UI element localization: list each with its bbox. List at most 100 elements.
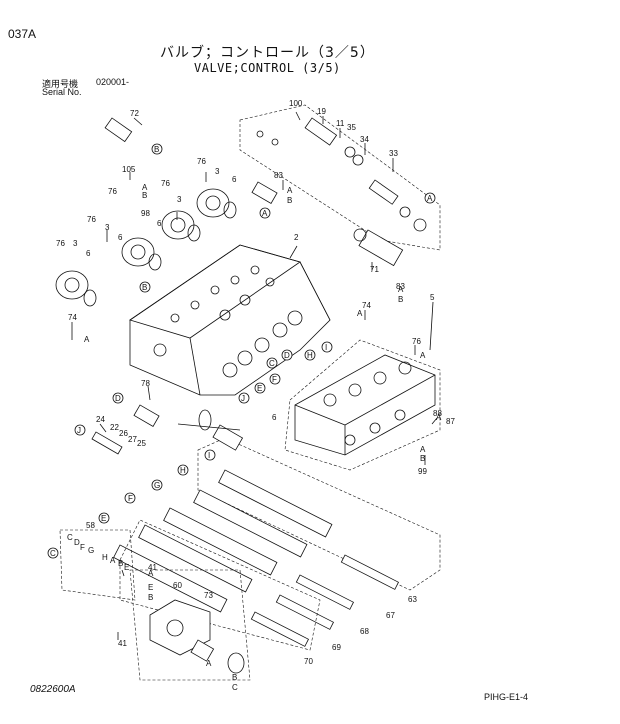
callout-73: 73 [204,591,213,600]
callout-58: 58 [86,521,95,530]
callout-74-b: 74 [68,313,77,322]
letter-a-5: A [84,335,90,344]
callout-99: 99 [418,467,427,476]
letter-a-7: A [436,413,442,422]
callout-6-e: 6 [272,413,277,422]
callout-70: 70 [304,657,313,666]
callout-67: 67 [386,611,395,620]
leader-lines [71,111,438,640]
callout-76-e: 76 [56,239,65,248]
serial-value: 020001- [96,77,130,87]
callout-60: 60 [173,581,182,590]
marker-b-top: B [154,145,159,154]
callout-98: 98 [141,209,150,218]
marker-i-spool: I [208,451,210,460]
marker-i-right: I [325,343,327,352]
marker-c-right: C [269,359,275,368]
callout-5: 5 [430,293,435,302]
marker-f-spool: F [128,494,133,503]
marker-h-right: H [307,351,313,360]
marker-d-left: D [115,394,121,403]
callout-76-a: 76 [197,157,206,166]
callout-3-d: 3 [73,239,78,248]
callout-88: 88 [433,409,442,418]
letter-labels: A B A B A B A A A A A B C D F G H A B E … [67,183,442,692]
letter-a-2: A [287,186,293,195]
marker-j-right: J [241,394,245,403]
callout-6-a: 6 [232,175,237,184]
letter-c-bottom: C [232,683,238,692]
letter-a-41: A [148,569,154,578]
callout-74-a: 74 [362,301,371,310]
flange-covers [55,117,278,307]
letter-b-1: B [142,191,147,200]
callout-72: 72 [130,109,139,118]
callout-69: 69 [332,643,341,652]
callout-100: 100 [289,99,303,108]
end-cover [294,354,436,456]
callout-76-b: 76 [161,179,170,188]
callout-78: 78 [141,379,150,388]
callout-105: 105 [122,165,136,174]
letter-b-bottom: B [232,673,237,682]
callout-6-c: 6 [118,233,123,242]
callout-2: 2 [294,233,299,242]
letter-g-58: G [88,546,94,555]
letter-a-3: A [398,285,404,294]
callout-19: 19 [317,107,326,116]
marker-e-spool: E [101,514,106,523]
letter-e-58: E [124,563,129,572]
callout-6-d: 6 [86,249,91,258]
marker-j-left: J [77,426,81,435]
letter-c-58: C [67,533,73,542]
callout-25: 25 [137,439,146,448]
callout-41-a: 41 [148,563,157,572]
marker-a-mid: A [262,209,268,218]
title-english: VALVE;CONTROL (3/5) [194,61,341,75]
letter-a-bottom: A [206,659,212,668]
callout-83-a: 83 [274,171,283,180]
title-japanese: バルブ；コントロール（3／5） [160,45,375,61]
callout-76-c: 76 [108,187,117,196]
callout-3-c: 3 [105,223,110,232]
letter-f-58: F [80,543,85,552]
spool-group [113,437,441,651]
callout-24: 24 [96,415,105,424]
letter-d-58: D [74,538,80,547]
callout-22: 22 [110,423,119,432]
callout-76-f: 76 [412,337,421,346]
letter-b-58: B [118,559,123,568]
letter-b-2: B [287,196,292,205]
marker-g-spool: G [154,481,160,490]
marker-c-left: C [50,549,56,558]
lower-left-assembly [59,529,251,681]
callout-83-b: 83 [396,282,405,291]
valve-body [129,244,331,396]
letter-b-3: B [398,295,403,304]
marker-f-right: F [272,375,277,384]
callout-41-b: 41 [118,639,127,648]
serial-label-japanese: 適用号機 [42,80,79,90]
callout-27: 27 [128,435,137,444]
letter-a-4: A [357,309,363,318]
callout-6-b: 6 [157,219,162,228]
letter-h-58: H [102,553,108,562]
letter-a-58: A [110,556,116,565]
callout-34: 34 [360,135,369,144]
page-code: 037A [8,27,37,41]
letter-b-60: B [148,593,153,602]
callout-35: 35 [347,123,356,132]
reference-markers: B A A B D J D H I C F E J I H G F E C [47,143,436,559]
marker-d-right: D [284,351,290,360]
callout-87: 87 [446,417,455,426]
part-callouts: 72 100 19 11 35 34 33 105 76 76 3 6 83 7… [56,99,455,666]
letter-e-60: E [148,583,153,592]
marker-e-right: E [257,384,262,393]
letter-a-8: A [420,445,426,454]
callout-26: 26 [119,429,128,438]
callout-3-b: 3 [177,195,182,204]
serial-label-english: Serial No. [42,87,82,97]
upper-relief-assembly [239,104,441,267]
callout-33: 33 [389,149,398,158]
